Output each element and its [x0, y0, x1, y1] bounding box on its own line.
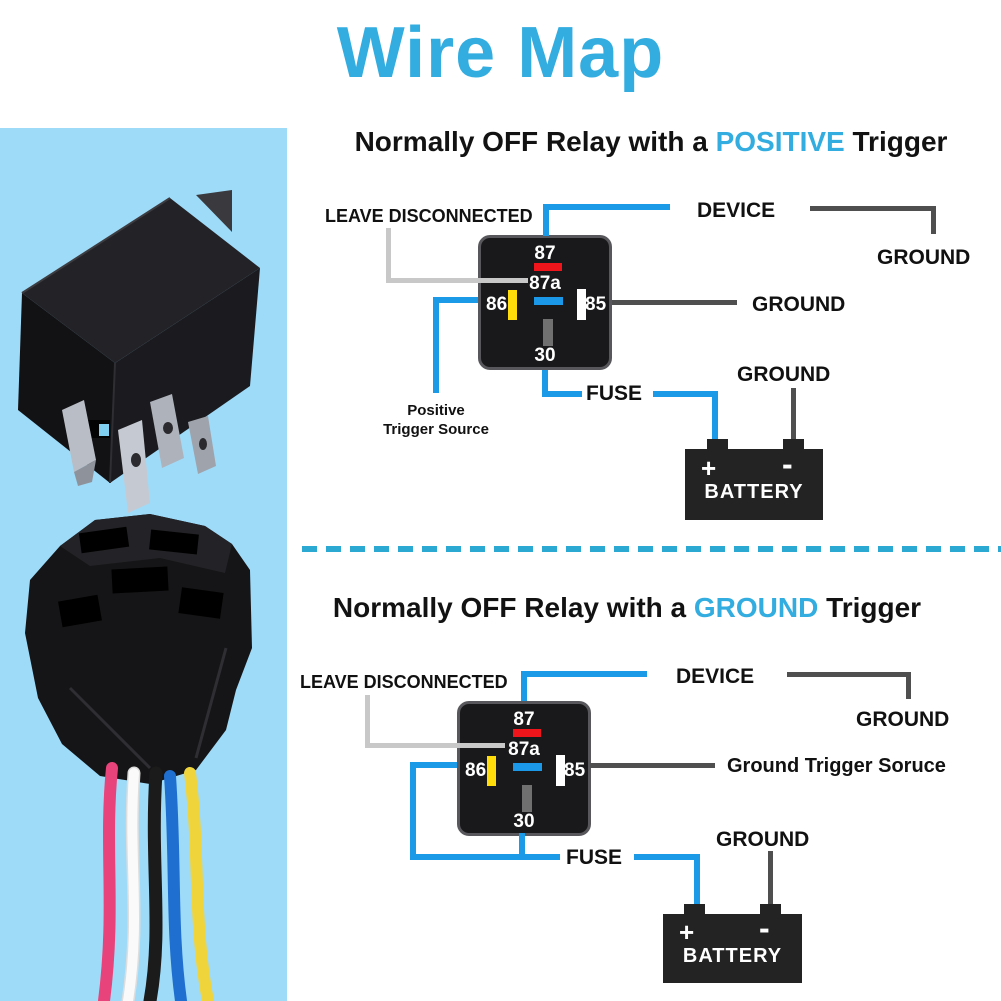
wire-86-to-trigger: [433, 297, 439, 393]
wire-87a-horizontal: [386, 278, 528, 283]
pin-87a-label: 87a: [508, 739, 540, 760]
relay-diagram-1: 87 87a 86 85 30: [478, 235, 612, 370]
pin-85-label: 85: [585, 294, 607, 315]
pin-87-terminal: [534, 263, 562, 271]
pin-30-terminal: [543, 319, 553, 346]
wire-30-to-fuse: [542, 391, 582, 397]
wire-battery-ground: [791, 388, 796, 441]
heading2-post: Trigger: [818, 592, 922, 623]
heading2-pre: Normally OFF Relay with a: [332, 592, 694, 623]
trigger-line2: Trigger Source: [383, 421, 489, 438]
battery2-label: BATTERY: [682, 945, 783, 967]
wire-fuse-to-battery-v: [712, 391, 718, 441]
battery1-minus-sign: -: [782, 446, 793, 482]
wire-87-vertical: [543, 204, 549, 236]
device-label: DEVICE: [676, 665, 755, 688]
wire-85-to-ground: [612, 300, 737, 305]
relay-and-socket-photo: [18, 190, 260, 1001]
heading2-highlight: GROUND: [693, 592, 819, 623]
wire-86-horizontal: [410, 762, 457, 768]
wire-fuse-to-battery-h: [634, 854, 699, 860]
wire-87-vertical: [521, 671, 527, 701]
pin-85-label: 85: [564, 760, 586, 781]
wire-device-to-ground-v: [931, 206, 936, 234]
ground-85-label: GROUND: [752, 293, 846, 316]
pin-87-terminal: [513, 729, 541, 737]
battery2-minus-sign: -: [759, 910, 770, 946]
wire-30-vertical: [542, 370, 548, 396]
pin-85-terminal: [556, 755, 565, 786]
relay-photo: [18, 190, 260, 513]
wire-87a-vertical: [365, 695, 370, 748]
ground-device-label: GROUND: [856, 708, 950, 731]
diagram1-heading: Normally OFF Relay with a POSITIVE Trigg…: [302, 126, 1000, 158]
heading1-post: Trigger: [844, 126, 948, 157]
battery2-plus-sign: +: [679, 917, 695, 947]
battery-1: + - BATTERY: [685, 439, 823, 520]
battery1-negative-terminal: [783, 439, 804, 449]
wire-device-to-ground-h: [787, 672, 911, 677]
pin-87a-terminal: [534, 297, 563, 305]
diagram2-heading: Normally OFF Relay with a GROUND Trigger: [302, 592, 952, 624]
relay-socket-photo: [25, 514, 252, 784]
section-separator: [302, 546, 1001, 552]
wire-device-to-ground-v: [906, 672, 911, 699]
trigger-line1: Positive: [407, 402, 465, 419]
wire-device-to-ground-h: [810, 206, 936, 211]
battery1-label: BATTERY: [704, 481, 804, 503]
relay-diagram-2: 87 87a 86 85 30: [457, 701, 591, 836]
wire-87a-horizontal: [365, 743, 505, 748]
ground-device-label: GROUND: [877, 246, 971, 269]
device-label: DEVICE: [697, 199, 776, 222]
wire-fuse-to-battery-v: [694, 854, 700, 907]
ground-battery-label: GROUND: [737, 363, 831, 386]
wire-87-to-device: [521, 671, 647, 677]
wire-86-vertical: [410, 762, 416, 860]
pin-87a-label: 87a: [529, 273, 561, 294]
wire-fuse-to-battery-h: [653, 391, 717, 397]
page-title: Wire Map: [336, 13, 665, 93]
pin-86-terminal: [487, 756, 496, 786]
battery1-positive-terminal: [707, 439, 728, 449]
pin-86-label: 86: [486, 294, 508, 315]
battery-2: + - BATTERY: [663, 904, 802, 983]
wire-87-to-device: [543, 204, 670, 210]
pin-86-label: 86: [465, 760, 487, 781]
pin-30-terminal: [522, 785, 532, 812]
pin-30-label: 30: [534, 345, 556, 366]
pin-86-terminal: [508, 290, 517, 320]
wire-30-vertical: [519, 833, 525, 860]
wire-87a-vertical: [386, 228, 391, 283]
pin-87-label: 87: [513, 709, 535, 730]
wire-86-to-fuse: [410, 854, 560, 860]
pin-87a-terminal: [513, 763, 542, 771]
wire-85-to-trigger: [590, 763, 715, 768]
pin-30-label: 30: [513, 811, 535, 832]
positive-trigger-source-label: Positive Trigger Source: [377, 401, 495, 439]
leave-disconnected-label: LEAVE DISCONNECTED: [325, 206, 533, 226]
battery2-positive-terminal: [684, 904, 705, 914]
socket-wires: [98, 762, 214, 1001]
wire-86-horizontal: [433, 297, 478, 303]
leave-disconnected-label: LEAVE DISCONNECTED: [300, 672, 508, 692]
pin-87-label: 87: [534, 243, 556, 264]
heading1-pre: Normally OFF Relay with a: [354, 126, 716, 157]
fuse-label: FUSE: [566, 846, 623, 869]
battery1-plus-sign: +: [701, 453, 717, 483]
product-photo-panel: [0, 128, 287, 1001]
wire-battery-ground: [768, 851, 773, 907]
battery2-negative-terminal: [760, 904, 781, 914]
ground-battery-label: GROUND: [716, 828, 810, 851]
fuse-label: FUSE: [586, 382, 643, 405]
pin-85-terminal: [577, 289, 586, 320]
heading1-highlight: POSITIVE: [715, 126, 845, 157]
ground-trigger-source-label: Ground Trigger Soruce: [727, 755, 946, 777]
